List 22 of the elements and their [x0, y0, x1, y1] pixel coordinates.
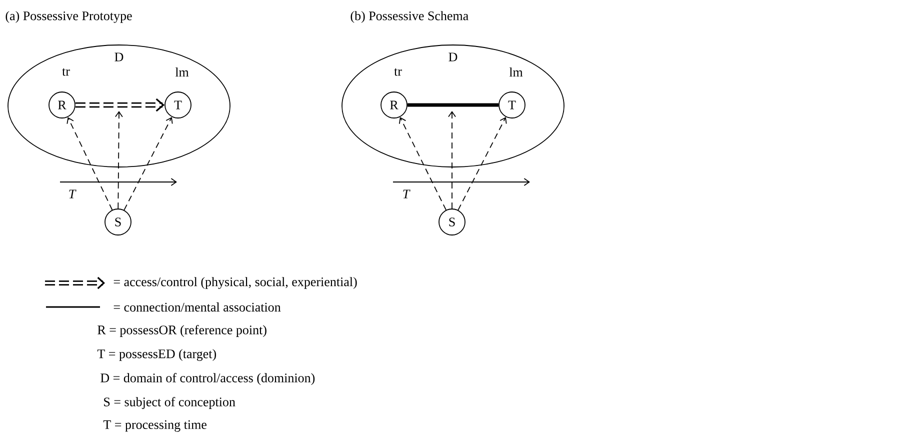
arrow [448, 111, 456, 209]
arrow [115, 111, 123, 209]
axis-label: T [69, 190, 76, 198]
node-label: tr [394, 68, 402, 76]
legend-note: T = possessED (target) [97, 349, 216, 361]
arrow [75, 98, 165, 112]
arrow [124, 116, 173, 210]
arrow [66, 117, 113, 210]
legend-note: S = subject of conception [104, 397, 236, 409]
arrow [458, 116, 507, 210]
legend-text: = access/control (physical, social, experiential) [114, 277, 357, 289]
panel-title: (b) Possessive Schema [350, 11, 468, 23]
legend-note: D = domain of control/access (dominion) [100, 373, 315, 385]
legend-note: R = possessOR (reference point) [98, 325, 266, 337]
legend-text: = connection/mental association [114, 302, 281, 312]
node-label: lm [175, 68, 189, 76]
node-label: tr [62, 68, 70, 76]
arrow [398, 117, 446, 210]
axis-label: T [403, 190, 410, 198]
node-label: lm [509, 68, 523, 76]
legend-note: T = processing time [103, 420, 206, 432]
panel-title: (a) Possessive Prototype [6, 11, 132, 23]
